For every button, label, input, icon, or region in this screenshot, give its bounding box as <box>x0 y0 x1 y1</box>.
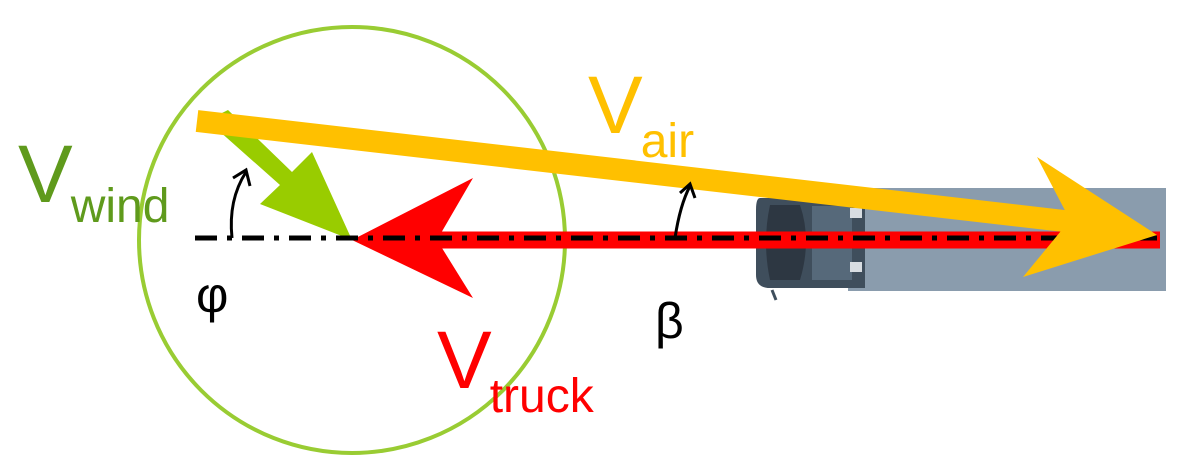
label-v-air: Vair <box>588 60 694 168</box>
angle-phi-indicator <box>229 167 252 239</box>
label-v-truck: Vtruck <box>437 315 595 423</box>
wind-velocity-arrow <box>208 110 352 240</box>
truck-mirror-top <box>850 208 862 218</box>
truck-step <box>770 289 778 301</box>
label-v-truck-sub: truck <box>490 370 595 423</box>
label-v-truck-main: V <box>437 315 492 406</box>
label-phi: φ <box>196 267 228 323</box>
label-v-wind-sub: wind <box>70 180 170 233</box>
label-v-wind: Vwind <box>18 129 169 233</box>
label-beta: β <box>655 293 684 349</box>
air-velocity-arrow <box>195 110 1157 277</box>
label-v-wind-main: V <box>18 129 73 220</box>
label-v-air-main: V <box>588 60 643 151</box>
label-v-air-sub: air <box>641 115 694 168</box>
truck-mirror-bottom <box>850 262 862 272</box>
angle-beta-indicator <box>673 181 697 239</box>
